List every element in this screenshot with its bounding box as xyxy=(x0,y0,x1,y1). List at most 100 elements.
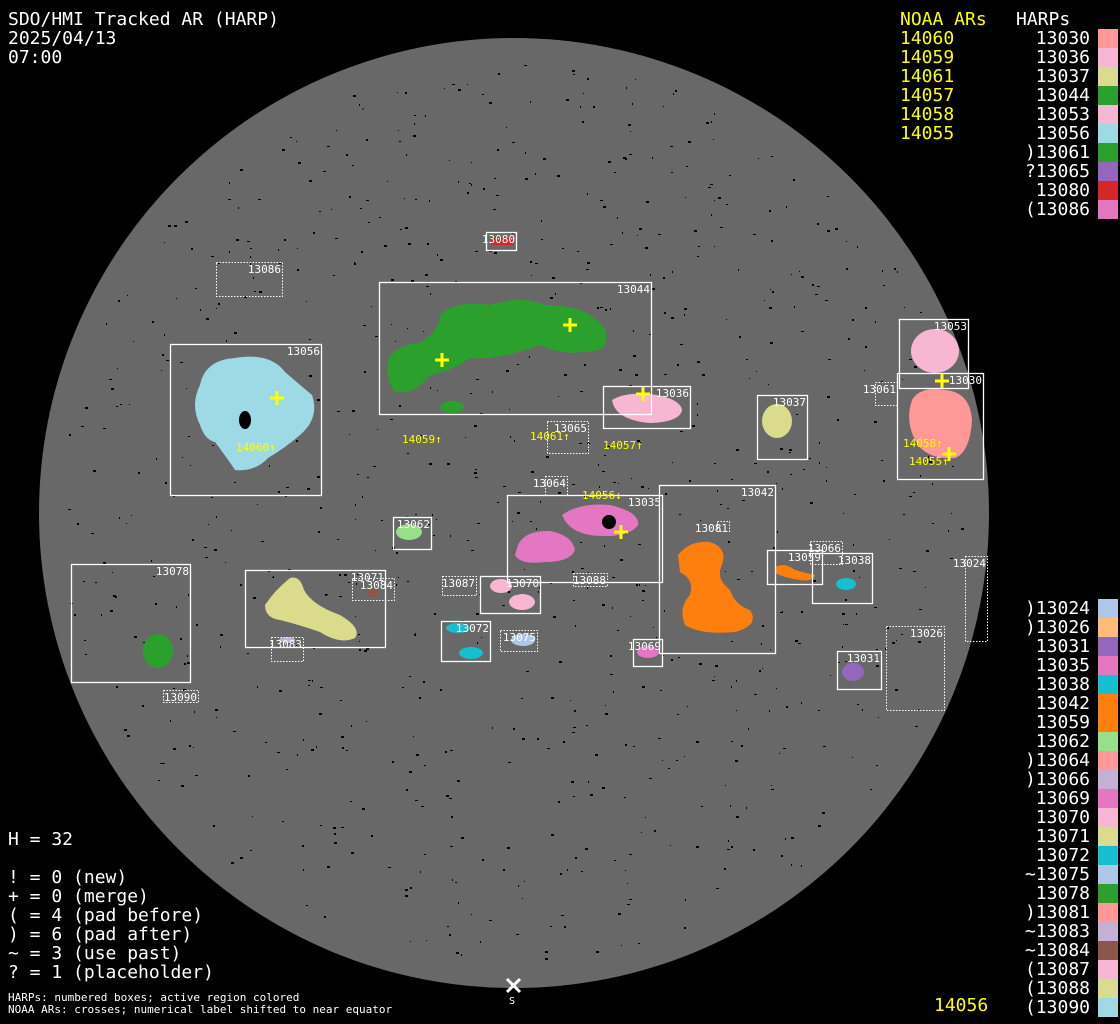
harp-box[interactable]: 13069 xyxy=(628,638,664,668)
harp-box-outline xyxy=(244,569,387,649)
noaa-item: 14061 xyxy=(900,66,955,87)
harp-color-swatch xyxy=(1098,656,1118,675)
harp-box-outline xyxy=(169,343,323,497)
harp-box[interactable]: 13071 xyxy=(244,569,387,649)
patch-13072b xyxy=(459,647,483,659)
harp-item: (13090 xyxy=(1024,997,1090,1018)
harp-color-swatch xyxy=(1098,770,1118,789)
harp-box-label: 13053 xyxy=(934,320,967,333)
harp-item: 13038 xyxy=(1024,674,1090,695)
noaa-ar-label: 14056↓ xyxy=(582,489,622,502)
harp-box-label: 13065 xyxy=(554,422,587,435)
harp-color-swatch xyxy=(1098,181,1118,200)
harp-box-label: 13038 xyxy=(838,554,871,567)
harp-box[interactable]: 13062 xyxy=(392,516,433,551)
harp-box[interactable]: 13031 xyxy=(836,650,883,691)
harp-box[interactable]: 13090 xyxy=(163,690,199,705)
harp-item: 13044 xyxy=(1024,85,1090,106)
harp-color-swatch xyxy=(1098,618,1118,637)
patch-13059 xyxy=(775,565,815,581)
patch-13062 xyxy=(396,524,422,540)
harp-box[interactable]: 13083 xyxy=(269,637,304,662)
harp-box-outline xyxy=(886,626,945,711)
active-region-patches xyxy=(143,237,972,681)
harp-color-swatch xyxy=(1098,124,1118,143)
harp-box[interactable]: 13065 xyxy=(547,421,589,454)
harp-color-swatch xyxy=(1098,200,1118,219)
harp-item: ~13075 xyxy=(1024,864,1090,885)
harp-item: (13087 xyxy=(1024,959,1090,980)
harp-item: ~13083 xyxy=(1024,921,1090,942)
magnetogram-specks xyxy=(68,65,964,960)
harp-box-label: 13083 xyxy=(269,638,302,651)
harp-box-outline xyxy=(602,385,692,430)
harp-box[interactable]: 13080 xyxy=(482,231,518,252)
title-text: SDO/HMI Tracked AR (HARP) xyxy=(8,9,279,30)
harp-box-label: 13078 xyxy=(156,565,189,578)
legend-line: ? = 1 (placeholder) xyxy=(8,962,214,983)
sunspot xyxy=(239,411,251,429)
harp-count: H = 32 xyxy=(8,829,74,850)
harp-box[interactable]: 13081 xyxy=(695,521,730,536)
south-label: S xyxy=(509,996,515,1007)
harp-box[interactable]: 13044 xyxy=(378,281,653,416)
harp-box-label: 13087 xyxy=(442,577,475,590)
harp-box[interactable]: 13075 xyxy=(500,630,538,652)
harp-box[interactable]: 13084 xyxy=(352,578,395,601)
harp-color-swatch xyxy=(1098,599,1118,618)
harp-box[interactable]: 13088 xyxy=(573,573,608,588)
harp-item: 13053 xyxy=(1024,104,1090,125)
harp-box-outline xyxy=(392,516,433,551)
harp-box[interactable]: 13038 xyxy=(811,552,874,605)
harp-box-outline xyxy=(717,521,730,532)
harp-box-outline xyxy=(896,372,985,481)
legend-line: + = 0 (merge) xyxy=(8,886,149,907)
harp-box-label: 13024 xyxy=(953,557,986,570)
patch-13053 xyxy=(911,329,959,373)
harp-box[interactable]: 13024 xyxy=(953,556,988,642)
harp-box[interactable]: 13078 xyxy=(70,563,192,684)
harp-box[interactable]: 13086 xyxy=(216,262,283,297)
harp-box-outline xyxy=(378,281,653,416)
noaa-item: 14057 xyxy=(900,85,955,106)
harp-box[interactable]: 13030 xyxy=(896,372,985,481)
harp-color-swatch xyxy=(1098,67,1118,86)
harp-color-swatch xyxy=(1098,979,1118,998)
harp-box-label: 13030 xyxy=(949,374,982,387)
harp-box[interactable]: 13056 xyxy=(169,343,323,497)
footer-notes: HARPs: numbered boxes; active region col… xyxy=(8,992,392,1016)
patch-13080 xyxy=(491,237,513,245)
harp-item: 13035 xyxy=(1024,655,1090,676)
harp-box-label: 13090 xyxy=(164,691,197,704)
harp-box[interactable]: 13042 xyxy=(658,484,777,655)
harp-item: )13061 xyxy=(1024,142,1090,163)
south-marker-icon xyxy=(505,977,522,994)
harp-box-outline xyxy=(875,382,898,406)
harp-box[interactable]: 13061 xyxy=(863,382,898,406)
harp-item: ?13065 xyxy=(1024,161,1090,182)
harp-box[interactable]: 13035 xyxy=(506,494,664,584)
noaa-item: 14058 xyxy=(900,104,955,125)
patch-13056 xyxy=(195,356,315,471)
noaa-crosses xyxy=(270,318,956,539)
harp-box[interactable]: 13070 xyxy=(479,575,542,615)
harp-box[interactable]: 13087 xyxy=(442,576,477,596)
harp-box-label: 13084 xyxy=(360,579,393,592)
harp-box[interactable]: 13026 xyxy=(886,626,945,711)
patch-13070a xyxy=(490,579,512,593)
harp-item: 13080 xyxy=(1024,180,1090,201)
harp-box-label: 13066 xyxy=(808,542,841,555)
harp-box[interactable]: 13036 xyxy=(602,385,692,430)
harp-color-swatch xyxy=(1098,903,1118,922)
patch-13083 xyxy=(279,637,295,643)
harp-item: 13078 xyxy=(1024,883,1090,904)
harp-item: )13066 xyxy=(1024,769,1090,790)
harp-color-swatch xyxy=(1098,143,1118,162)
harp-item: 13062 xyxy=(1024,731,1090,752)
harp-box[interactable]: 13072 xyxy=(440,620,492,663)
harp-color-swatch xyxy=(1098,960,1118,979)
harp-box[interactable]: 13037 xyxy=(756,394,809,461)
harp-box[interactable]: 13053 xyxy=(898,318,970,390)
